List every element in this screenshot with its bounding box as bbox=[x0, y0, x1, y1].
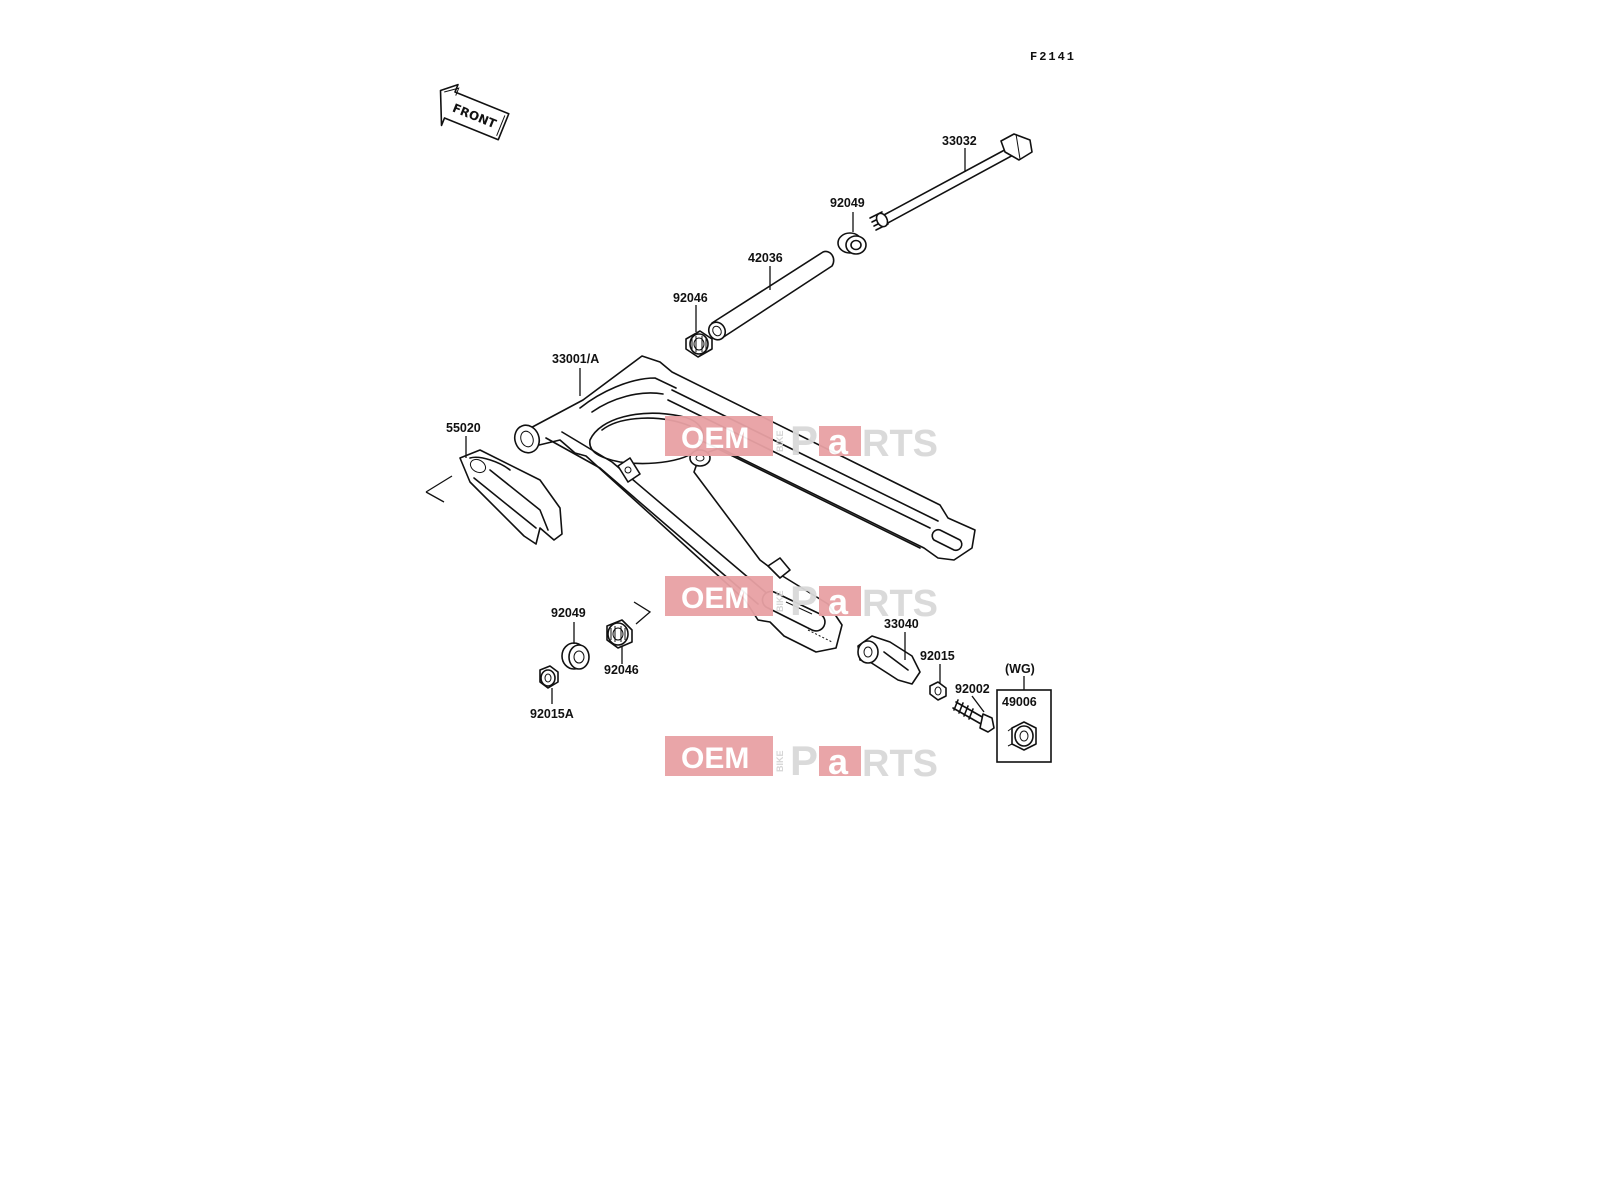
hex-nut-49006[interactable] bbox=[1007, 721, 1037, 751]
label-92015: 92015 bbox=[920, 649, 955, 663]
nut-92015[interactable] bbox=[929, 681, 947, 701]
watermark-rts: RTS bbox=[862, 583, 938, 625]
label-33040: 33040 bbox=[884, 617, 919, 631]
watermark-p: P bbox=[790, 577, 818, 624]
oil-seal-92049-top[interactable] bbox=[837, 232, 867, 255]
wg-group-box bbox=[996, 689, 1052, 763]
front-arrow-icon: FRONT bbox=[439, 83, 510, 141]
watermark-a: a bbox=[828, 741, 849, 782]
watermark-oem: OEM bbox=[681, 422, 749, 455]
needle-bearing-92046-bottom[interactable] bbox=[606, 619, 633, 649]
label-33032: 33032 bbox=[942, 134, 977, 148]
label-92015A: 92015A bbox=[530, 707, 574, 721]
watermark-3: OEM BIKE P a RTS bbox=[665, 736, 938, 785]
needle-bearing-92046-top[interactable] bbox=[685, 330, 713, 358]
oil-seal-92049-bottom[interactable] bbox=[561, 642, 590, 670]
label-92049-top: 92049 bbox=[830, 196, 865, 210]
watermark-oem: OEM bbox=[681, 582, 749, 615]
watermark-bike: BIKE bbox=[775, 430, 785, 452]
label-92049-bottom: 92049 bbox=[551, 606, 586, 620]
label-33001A: 33001/A bbox=[552, 352, 599, 366]
adjuster-bolt-92002[interactable] bbox=[952, 699, 995, 733]
pivot-shaft-33032[interactable] bbox=[869, 133, 1033, 231]
nut-92015A[interactable] bbox=[539, 665, 559, 689]
bearing-bracket-mark bbox=[633, 601, 652, 625]
label-92002: 92002 bbox=[955, 682, 990, 696]
watermark-rts: RTS bbox=[862, 423, 938, 465]
label-42036: 42036 bbox=[748, 251, 783, 265]
chain-adjuster-33040[interactable] bbox=[857, 635, 921, 685]
watermark-oem: OEM bbox=[681, 742, 749, 775]
figure-code: F2141 bbox=[1030, 50, 1076, 64]
watermark-1: OEM BIKE P a RTS bbox=[665, 416, 938, 465]
label-55020: 55020 bbox=[446, 421, 481, 435]
label-wg: (WG) bbox=[1005, 662, 1035, 676]
watermark-2: OEM BIKE P a RTS bbox=[665, 576, 938, 625]
leader-92002 bbox=[971, 695, 985, 713]
label-92046-bottom: 92046 bbox=[604, 663, 639, 677]
watermark-a: a bbox=[828, 421, 849, 462]
watermark-p: P bbox=[790, 417, 818, 464]
watermark-rts: RTS bbox=[862, 743, 938, 785]
sleeve-42036[interactable] bbox=[706, 250, 835, 342]
label-92046-top: 92046 bbox=[673, 291, 708, 305]
chain-guard-55020[interactable] bbox=[459, 449, 563, 545]
watermark-bike: BIKE bbox=[775, 750, 785, 772]
chain-guard-bracket-mark bbox=[425, 475, 453, 503]
watermark-bike: BIKE bbox=[775, 590, 785, 612]
watermark-a: a bbox=[828, 581, 849, 622]
label-49006: 49006 bbox=[1002, 695, 1037, 709]
watermark-p: P bbox=[790, 737, 818, 784]
